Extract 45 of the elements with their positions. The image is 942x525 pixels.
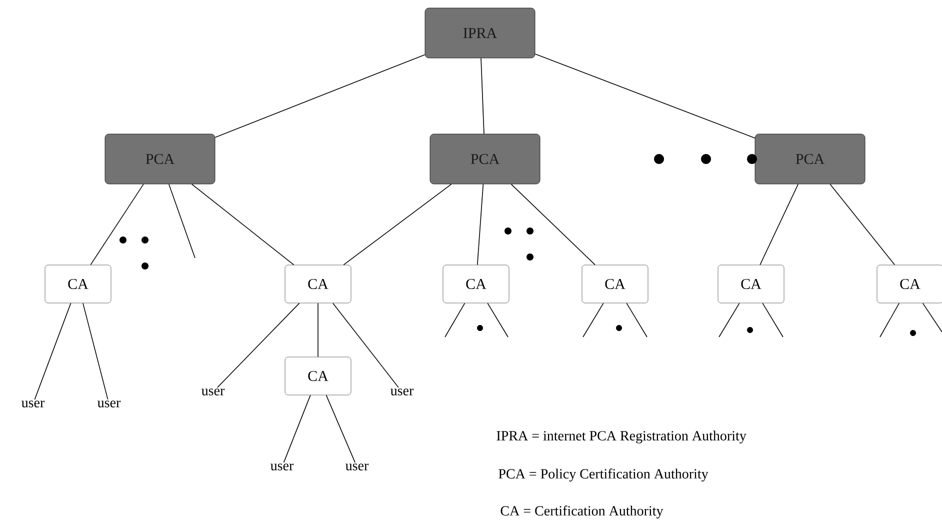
connector-line — [626, 302, 648, 338]
authority-box: PCA — [104, 134, 216, 184]
connector-line — [332, 302, 399, 388]
legend-text: IPRA = internet PCA Registration Authority — [496, 430, 746, 444]
ca-box: CA — [718, 264, 784, 304]
user-label: user — [22, 400, 45, 408]
connector-line — [191, 184, 294, 266]
ca-box: CA — [582, 264, 648, 304]
ca-box: CA — [442, 264, 510, 304]
connector-line — [880, 302, 900, 338]
connector-line — [214, 54, 426, 138]
connector-line — [718, 302, 740, 338]
connector-line — [922, 302, 942, 332]
ca-box: CA — [284, 264, 352, 304]
user-label: user — [270, 464, 294, 470]
ca-box: CA — [284, 356, 352, 396]
connector-line — [283, 394, 311, 463]
ca-box: CA — [44, 264, 112, 304]
connector-line — [217, 302, 300, 388]
authority-box: PCA — [430, 134, 540, 184]
connector-line — [762, 302, 784, 338]
connector-line — [480, 58, 484, 134]
user-label: user — [346, 464, 369, 470]
legend-text: PCA = Policy Certification Authority — [498, 468, 708, 482]
authority-box: PCA — [754, 134, 866, 184]
legend-text: CA = Certification Authority — [500, 506, 664, 518]
user-label: user — [202, 388, 225, 396]
user-label: user — [390, 388, 414, 396]
ca-box: CA — [876, 264, 942, 304]
connector-line — [444, 302, 466, 338]
connector-line — [168, 184, 196, 258]
connector-line — [90, 184, 144, 266]
connector-line — [487, 302, 508, 338]
connector-line — [34, 302, 72, 400]
connector-line — [760, 184, 799, 266]
connector-line — [830, 184, 896, 266]
connector-line — [343, 184, 452, 266]
user-label: user — [98, 400, 121, 408]
connector-line — [582, 302, 604, 338]
connector-line — [477, 184, 484, 266]
connector-line — [510, 184, 596, 266]
connector-line — [534, 54, 756, 138]
connector-line — [82, 302, 108, 400]
authority-box: IPRA — [424, 8, 536, 58]
connector-line — [326, 394, 356, 463]
